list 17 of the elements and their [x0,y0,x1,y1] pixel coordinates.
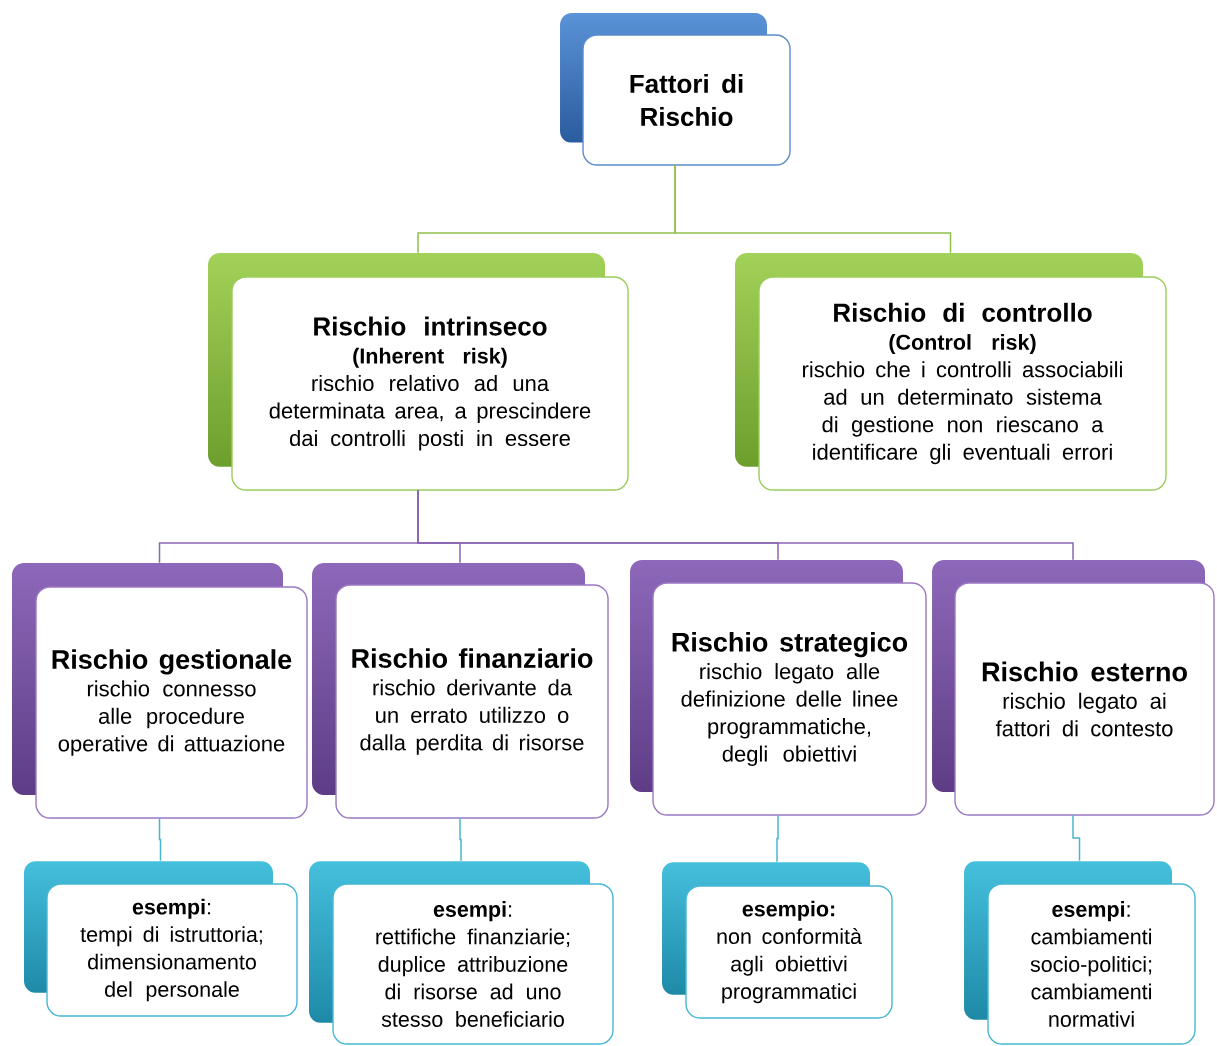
card: esempi: rettifiche finanziarie; duplice attribuzione di risorse ad uno stesso beneficiario [332,883,614,1045]
card: Rischio esterno rischio legato ai fattori di contesto [954,582,1215,816]
connector-line [776,814,779,863]
card: Rischio strategico rischio legato alle definizione delle linee programmatiche, degli obiettivi [652,582,927,816]
card: Fattori di Rischio [582,34,791,166]
card: Rischio finanziario rischio derivante da un errato utilizzo o dalla perdita di risorse [335,584,609,819]
card: esempi: tempi di istruttoria; dimensionamento del personale [46,883,298,1017]
connector-line [674,164,952,254]
card: esempio: non conformità agli obiettivi programmatici [685,885,893,1019]
card: Rischio intrinseco (Inherent risk) rischio relativo ad una determinata area, a prescindere dai controlli posti in essere [231,276,629,491]
connector-line [1072,814,1081,862]
connector-line [417,489,1074,561]
card: Rischio di controllo (Control risk) rischio che i controlli associabili ad un determinato sistema di gestione non riescano a identificare gli eventuali errori [758,276,1167,491]
connector-line [459,817,462,862]
connector-line [158,817,162,862]
card: esempi: cambiamenti socio-politici; cambiamenti normativi [987,883,1196,1045]
card: Rischio gestionale rischio connesso alle procedure operative di attuazione [35,586,308,819]
